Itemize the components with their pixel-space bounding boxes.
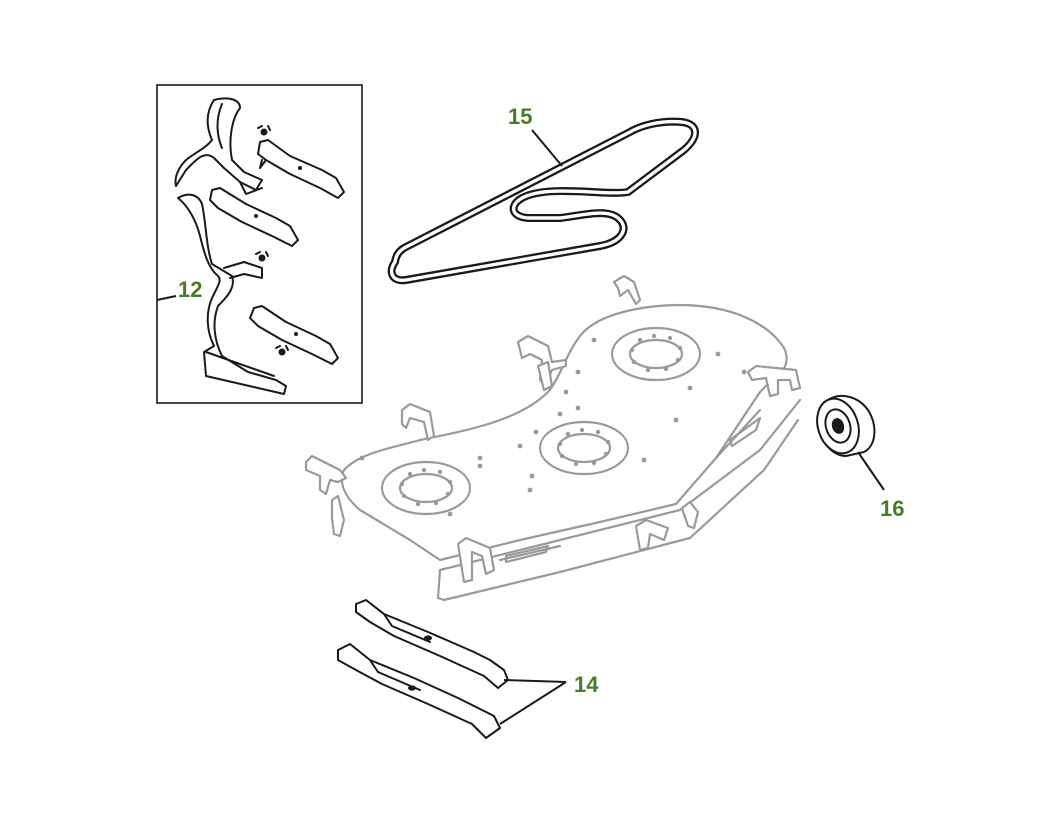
loose-blade-lower	[337, 643, 501, 739]
mulch-baffle-bottom	[177, 193, 287, 395]
callout-14: 14	[574, 672, 599, 697]
inset-blade-2	[209, 187, 299, 247]
callout-15-leader	[531, 129, 563, 167]
spindle-right	[610, 326, 702, 382]
callout-14-leader	[499, 679, 567, 725]
spindle-left	[380, 460, 472, 516]
deck-holes	[359, 337, 747, 517]
deck-brackets	[304, 274, 802, 584]
drive-belt	[387, 117, 699, 285]
gauge-wheel	[816, 394, 885, 491]
blade-kit-inset	[156, 84, 363, 404]
mulch-baffle-top	[174, 97, 263, 195]
inset-blade-1	[257, 139, 345, 199]
spindle-center	[538, 420, 630, 476]
mower-deck	[304, 274, 802, 602]
hardware-nuts	[255, 125, 289, 356]
callout-16-leader	[857, 451, 885, 491]
callout-16: 16	[880, 496, 904, 521]
inset-blade-3	[249, 305, 339, 365]
callout-12-leader	[156, 295, 177, 301]
callout-12: 12	[178, 277, 202, 302]
callout-15: 15	[508, 104, 532, 129]
